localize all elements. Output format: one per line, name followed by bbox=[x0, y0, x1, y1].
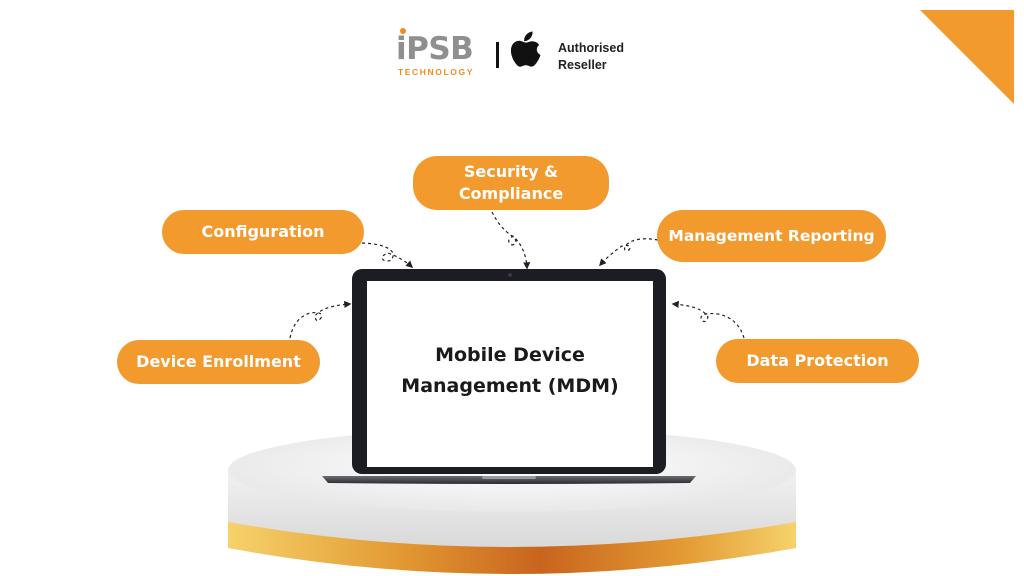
pill-management-reporting: Management Reporting bbox=[657, 210, 886, 262]
header-logo: iPSB TECHNOLOGY Authorised Reseller bbox=[396, 28, 636, 80]
pill-enrollment-label: Device Enrollment bbox=[136, 352, 301, 371]
pill-data-protection: Data Protection bbox=[716, 339, 919, 383]
pill-security-compliance: Security & Compliance bbox=[413, 156, 609, 210]
pill-configuration: Configuration bbox=[162, 210, 364, 254]
reseller-line-2: Reseller bbox=[558, 58, 607, 72]
pill-protection-label: Data Protection bbox=[746, 351, 889, 370]
pill-configuration-label: Configuration bbox=[201, 222, 325, 241]
mdm-title-line-1: Mobile Device bbox=[435, 344, 585, 366]
ipsb-logo-subtitle: TECHNOLOGY bbox=[398, 67, 474, 77]
ipsb-logo-wordmark: iPSB bbox=[396, 31, 474, 67]
mdm-title-line-2: Management (MDM) bbox=[401, 375, 619, 397]
authorised-reseller-label: Authorised Reseller bbox=[558, 40, 648, 74]
laptop-display bbox=[367, 281, 653, 467]
apple-logo-icon bbox=[510, 31, 541, 67]
pill-management-label: Management Reporting bbox=[668, 227, 875, 245]
ipsb-dot-icon bbox=[400, 28, 406, 34]
laptop-camera-icon bbox=[508, 273, 512, 277]
pill-security-label: Security & Compliance bbox=[458, 162, 564, 203]
reseller-line-1: Authorised bbox=[558, 41, 624, 55]
pill-device-enrollment: Device Enrollment bbox=[117, 340, 320, 384]
mdm-title: Mobile Device Management (MDM) bbox=[367, 340, 653, 402]
laptop-base bbox=[322, 476, 696, 484]
corner-triangle-decoration bbox=[920, 10, 1014, 104]
logo-divider bbox=[496, 42, 499, 68]
